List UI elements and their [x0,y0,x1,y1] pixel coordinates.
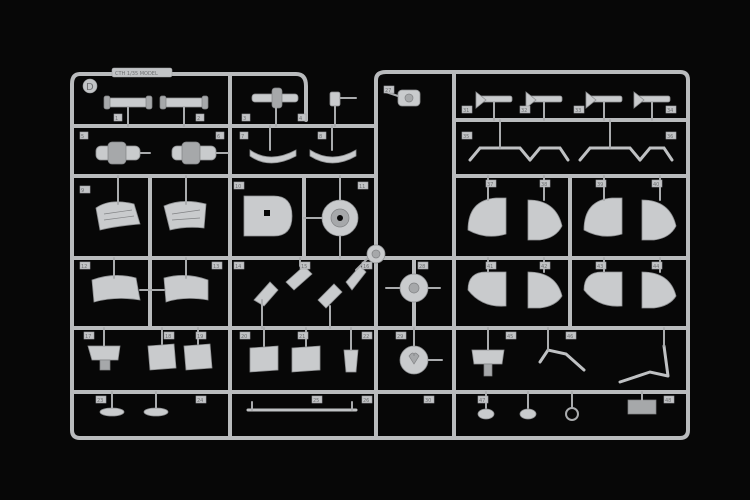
part-number-label: 34 [667,108,673,114]
sprue-frame [70,70,690,440]
part-number-label: 38 [541,182,547,188]
part-number-tabs: 1 2 3 4 5 6 7 8 9 10 11 12 13 14 15 16 1… [79,85,677,404]
part-number-label: 18 [165,334,171,340]
fender-parts [95,175,207,231]
part-number-label: 45 [507,334,513,340]
part-number-label: 44 [653,264,659,270]
part-number-label: 11 [359,184,365,190]
part-number-label: 2 [197,116,200,122]
part-number-label: 47 [479,398,485,404]
part-number-label: 30 [425,398,431,404]
part-number-label: 9 [81,188,84,194]
part-number-label: 21 [299,334,305,340]
bracket-parts [87,327,213,371]
part-number-label: 29 [397,334,403,340]
part-number-label: 3 [243,116,246,122]
sprue-letter-text: D [86,82,94,93]
part-number-label: 31 [463,108,469,114]
part-number-label: 33 [575,108,581,114]
part-number-label: 24 [197,398,203,404]
part-number-label: 26 [363,398,369,404]
hub-parts [243,175,359,259]
part-number-label: 37 [487,182,493,188]
center-disc [399,327,443,375]
part-number-label: 25 [313,398,319,404]
part-number-label: 46 [567,334,573,340]
part-number-label: 42 [541,264,547,270]
plate-parts [249,327,359,373]
part-number-label: 36 [667,134,673,140]
spindle-parts [95,125,357,165]
linkage-parts [475,91,671,121]
mudguard-parts [91,257,209,303]
part-number-label: 48 [665,398,671,404]
part-number-label: 32 [521,108,527,114]
part-number-label: 28 [419,264,425,270]
part-number-label: 41 [487,264,493,270]
sprue-code-text: CTH 1/35 MODEL [115,71,158,77]
part-number-label: 19 [197,334,203,340]
part-number-label: 1 [115,116,118,122]
axle-parts [103,87,357,127]
part-number-label: 27 [385,88,391,94]
part-number-label: 14 [235,264,241,270]
part-number-label: 17 [85,334,91,340]
dome-parts-upper [467,175,677,241]
part-number-label: 16 [363,264,369,270]
hose-parts [468,119,674,162]
part-number-label: 5 [81,134,84,140]
center-junction [366,244,386,264]
part-number-label: 12 [81,264,87,270]
sprue-label: CTH 1/35 MODEL D [82,67,173,94]
part-number-label: 6 [217,134,220,140]
part-number-label: 7 [241,134,244,140]
suspension-parts [253,257,369,329]
part-number-label: 40 [653,182,659,188]
part-number-label: 15 [301,264,307,270]
part-number-label: 43 [597,264,603,270]
part-number-label: 4 [299,116,302,122]
part-number-label: 22 [363,334,369,340]
part-number-label: 10 [235,184,241,190]
cylinder-parts [471,327,670,384]
bottom-small-parts [99,391,657,421]
center-hub [385,273,441,303]
part-number-label: 23 [97,398,103,404]
part-number-label: 35 [463,134,469,140]
part-number-label: 20 [241,334,247,340]
part-number-label: 8 [319,134,322,140]
part-number-label: 13 [213,264,219,270]
part-number-label: 39 [597,182,603,188]
